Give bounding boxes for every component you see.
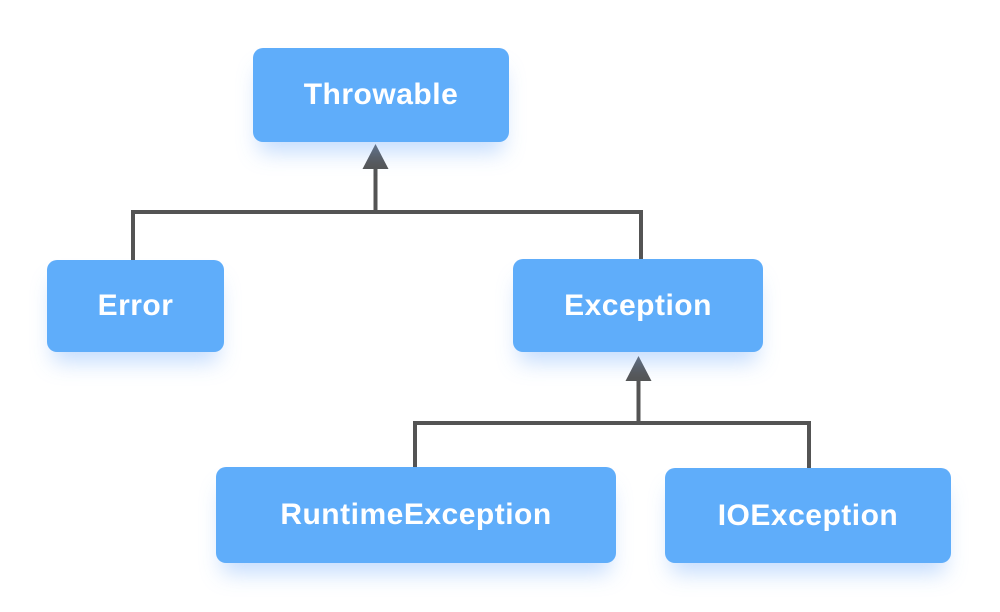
node-io-exception-label: IOException [717,498,899,532]
node-error: Error [47,260,224,352]
node-io-exception: IOException [665,468,951,563]
node-throwable-label: Throwable [303,78,459,111]
node-runtime-exception: RuntimeException [216,467,616,563]
node-runtime-exception-label: RuntimeException [280,498,552,531]
arrowhead-up-icon [625,356,652,381]
connector-runtime-io-bracket [413,421,811,470]
arrowhead-up-icon [362,144,389,169]
node-throwable: Throwable [253,48,509,142]
node-exception-label: Exception [564,288,712,322]
connector-error-exception-bracket [131,210,643,262]
node-error-label: Error [97,289,174,322]
node-exception: Exception [513,259,763,352]
